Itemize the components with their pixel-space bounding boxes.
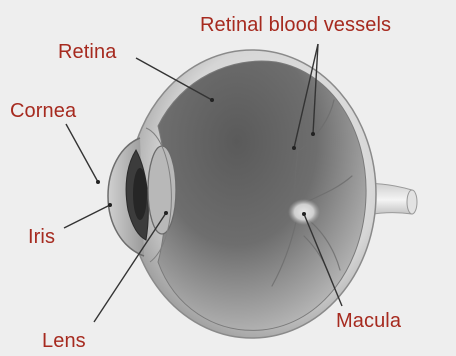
label-lens: Lens (42, 330, 86, 352)
label-retina: Retina (58, 41, 116, 63)
label-cornea: Cornea (10, 100, 76, 122)
label-iris: Iris (28, 226, 55, 248)
label-macula: Macula (336, 310, 401, 332)
leader-cornea (66, 124, 98, 182)
leader-iris (64, 205, 110, 228)
lens (148, 146, 176, 234)
pupil (133, 168, 147, 220)
label-retinal-blood-vessels: Retinal blood vessels (200, 14, 391, 36)
